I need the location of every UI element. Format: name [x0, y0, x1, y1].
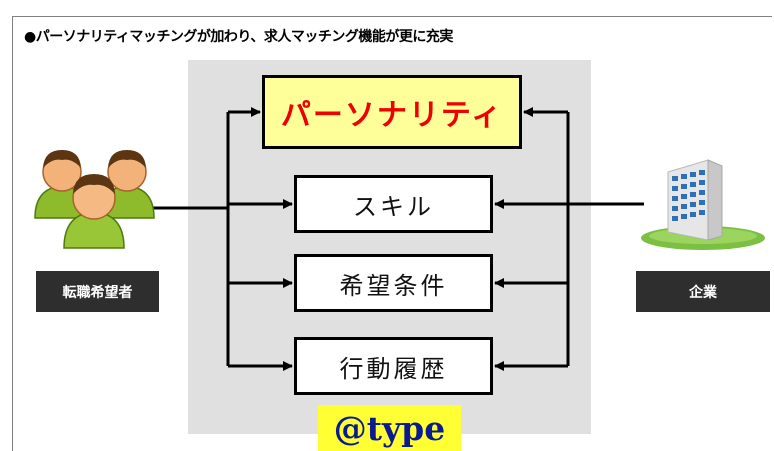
- conditions-box: 希望条件: [294, 254, 493, 312]
- content-frame: [12, 16, 772, 451]
- right-connectors: [494, 107, 644, 371]
- people-group-icon: [34, 150, 155, 249]
- personality-box: パーソナリティ: [262, 75, 522, 149]
- skill-box: スキル: [294, 175, 493, 233]
- left-connectors: [150, 107, 293, 371]
- job-seeker-label: 転職希望者: [36, 271, 159, 312]
- history-box: 行動履歴: [294, 337, 493, 395]
- page-title: ●パーソナリティマッチングが加わり、求人マッチング機能が更に充実: [24, 29, 453, 45]
- type-logo: @type: [318, 405, 461, 451]
- office-building-icon: [641, 159, 765, 250]
- company-label: 企業: [636, 271, 770, 312]
